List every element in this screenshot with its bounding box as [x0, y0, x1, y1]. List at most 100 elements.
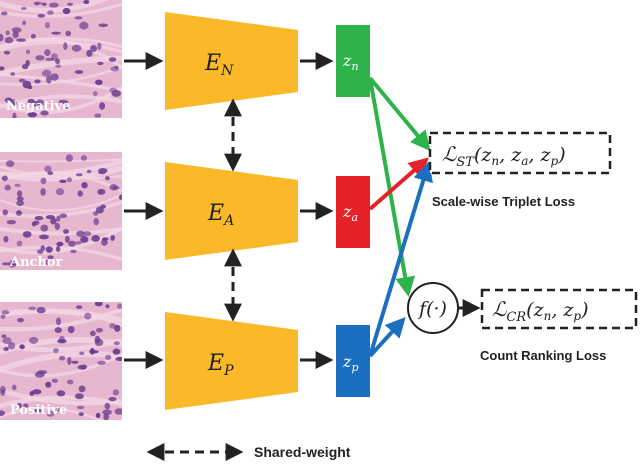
cell-nucleus — [33, 408, 42, 413]
cell-nucleus — [18, 78, 26, 83]
cell-nucleus — [67, 325, 75, 334]
cell-nucleus — [80, 236, 89, 243]
cell-nucleus — [27, 85, 33, 90]
cell-nucleus — [66, 177, 72, 183]
cell-nucleus — [51, 31, 62, 35]
cell-nucleus — [84, 312, 92, 320]
arrow-zp-to-triplet — [368, 161, 433, 357]
encoder-a-shape — [165, 162, 298, 260]
encoder-n-label: EN — [204, 51, 234, 79]
cell-nucleus — [16, 190, 23, 198]
cell-nucleus — [37, 13, 46, 18]
encoder-anchor: EA — [165, 162, 298, 260]
cell-nucleus — [75, 173, 83, 177]
cell-nucleus — [95, 412, 101, 419]
cell-nucleus — [65, 30, 72, 37]
cell-nucleus — [54, 222, 61, 230]
cell-nucleus — [27, 98, 35, 104]
cell-nucleus — [0, 66, 5, 71]
cell-nucleus — [12, 112, 17, 118]
patch-positive: Positive — [0, 302, 122, 420]
cell-nucleus — [4, 346, 9, 351]
cell-nucleus — [101, 237, 109, 241]
cell-nucleus — [17, 317, 25, 323]
patch-label-negative: Negative — [6, 99, 70, 114]
cell-nucleus — [98, 23, 109, 28]
function-node: f(·) — [407, 282, 459, 334]
cell-nucleus — [92, 90, 98, 97]
cell-nucleus — [47, 10, 54, 15]
cell-nucleus — [68, 240, 76, 247]
cell-nucleus — [39, 234, 49, 240]
cell-nucleus — [40, 224, 49, 232]
triplet-loss-box — [428, 131, 612, 175]
cell-nucleus — [89, 330, 96, 337]
cell-nucleus — [110, 235, 115, 241]
cell-nucleus — [8, 342, 16, 350]
cell-nucleus — [28, 336, 39, 344]
cell-nucleus — [3, 50, 11, 55]
cell-nucleus — [12, 31, 19, 39]
cell-nucleus — [55, 64, 62, 68]
cell-nucleus — [48, 2, 59, 8]
histology-patch-texture — [0, 152, 122, 270]
cell-nucleus — [71, 44, 82, 52]
cell-nucleus — [23, 403, 29, 408]
cell-nucleus — [1, 262, 10, 266]
cell-nucleus — [97, 42, 102, 50]
cell-nucleus — [114, 408, 122, 415]
cell-nucleus — [1, 175, 8, 182]
cell-nucleus — [50, 217, 57, 225]
cell-nucleus — [55, 407, 62, 412]
cell-nucleus — [36, 306, 46, 314]
cell-nucleus — [56, 390, 66, 397]
cell-nucleus — [0, 33, 4, 42]
cell-nucleus — [59, 355, 66, 361]
cell-nucleus — [104, 402, 111, 410]
cell-nucleus — [19, 344, 25, 350]
cell-nucleus — [78, 412, 84, 416]
stroma-streak — [0, 86, 122, 115]
function-label: f(·) — [417, 298, 447, 320]
cell-nucleus — [1, 310, 10, 315]
embedding-za: za — [336, 176, 370, 248]
cell-nucleus — [2, 337, 12, 345]
cell-nucleus — [105, 304, 110, 309]
cell-nucleus — [44, 165, 52, 173]
cell-nucleus — [40, 110, 49, 116]
cell-nucleus — [16, 240, 23, 247]
cell-nucleus — [5, 30, 10, 36]
cell-nucleus — [94, 113, 102, 118]
cell-nucleus — [16, 210, 22, 214]
cell-nucleus — [0, 314, 6, 319]
cell-nucleus — [45, 246, 53, 253]
cell-nucleus — [104, 176, 110, 181]
cell-nucleus — [63, 42, 68, 51]
cell-nucleus — [74, 70, 84, 74]
cell-nucleus — [31, 389, 42, 395]
cell-nucleus — [93, 211, 99, 216]
arrow-zn-to-triplet — [368, 76, 431, 152]
cell-nucleus — [112, 348, 121, 355]
cell-nucleus — [75, 305, 83, 310]
cell-nucleus — [93, 218, 100, 226]
encoder-negative: EN — [165, 12, 298, 110]
stroma-streak — [0, 388, 122, 406]
cell-nucleus — [40, 177, 47, 185]
triplet-loss-args: (z — [474, 144, 492, 166]
cell-nucleus — [67, 356, 72, 365]
cell-nucleus — [62, 105, 69, 111]
cell-nucleus — [25, 49, 31, 54]
cell-nucleus — [6, 160, 15, 168]
patch-label-anchor: Anchor — [9, 255, 63, 270]
patch-negative: Negative — [0, 0, 122, 118]
ranking-loss: ℒCR(zn, zp) Count Ranking Loss — [480, 288, 638, 363]
stroma-streak — [0, 37, 122, 69]
cell-nucleus — [4, 36, 14, 44]
embedding-zn-box — [336, 25, 370, 97]
patch-anchor: Anchor — [0, 152, 122, 270]
triplet-loss: ℒST(zn, za, zp) Scale-wise Triplet Loss — [428, 131, 612, 209]
cell-nucleus — [82, 231, 92, 237]
cell-nucleus — [103, 413, 110, 420]
